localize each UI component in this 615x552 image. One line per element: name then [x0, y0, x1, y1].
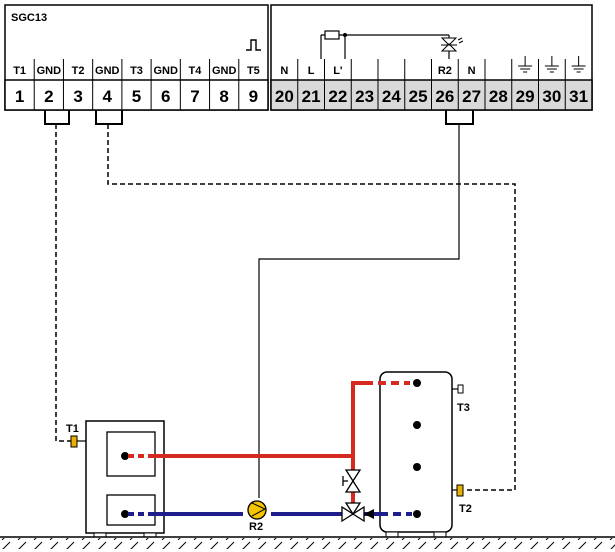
pump-icon: [247, 500, 267, 520]
terminal-signal-9: T5: [247, 65, 260, 77]
terminal-number-31: 31: [569, 87, 588, 106]
valve-icon: [342, 469, 362, 493]
sensor-t2: T2: [452, 484, 472, 515]
terminal-number-5: 5: [132, 87, 141, 106]
terminal-signal-20: N: [280, 65, 288, 77]
earth-ground-icon: [518, 56, 586, 73]
terminal-signal-21: L: [308, 65, 315, 77]
boiler: [85, 420, 165, 538]
terminal-number-6: 6: [161, 87, 170, 106]
controller-terminal-block: SGC13 T1 1 GND 2 T2 3 GND 4 T3 5 GND 6 T4 7 GND 8 T5 9 N 2…: [4, 4, 593, 111]
terminal-signal-7: T4: [189, 65, 203, 77]
terminal-number-24: 24: [382, 87, 401, 106]
terminal-number-26: 26: [435, 87, 454, 106]
terminal-number-9: 9: [249, 87, 258, 106]
terminal-number-4: 4: [103, 87, 113, 106]
terminal-signal-2: GND: [37, 65, 62, 77]
terminal-number-7: 7: [190, 87, 199, 106]
pump-power-cable: [258, 124, 460, 498]
sensor-t1-label: T1: [66, 423, 79, 435]
terminal-number-29: 29: [516, 87, 535, 106]
ground-line: [0, 536, 615, 549]
terminal-number-1: 1: [15, 87, 24, 106]
terminal-signal-4: GND: [95, 65, 120, 77]
terminal-number-22: 22: [328, 87, 347, 106]
terminal-number-25: 25: [409, 87, 428, 106]
sensor-t2-cable: [107, 124, 516, 491]
terminal-number-28: 28: [489, 87, 508, 106]
left-terminal-row: [4, 79, 269, 111]
sensor-t1: T1: [66, 423, 86, 448]
terminal-number-21: 21: [302, 87, 321, 106]
sensor-cables: [55, 124, 516, 491]
terminal-signal-6: GND: [153, 65, 178, 77]
pump-label: R2: [249, 521, 263, 533]
hot-pipe: [128, 381, 410, 505]
terminal-brackets: [44, 110, 474, 125]
terminal-signal-22: L': [333, 65, 343, 77]
three-way-valve-icon: [341, 502, 374, 523]
terminal-signal-27: N: [468, 65, 476, 77]
storage-tank: [379, 371, 464, 538]
sensor-t2-label: T2: [459, 503, 472, 515]
terminal-signal-3: T2: [72, 65, 85, 77]
terminal-number-27: 27: [462, 87, 481, 106]
terminal-number-30: 30: [542, 87, 561, 106]
fuse-icon: [320, 30, 449, 59]
terminal-number-23: 23: [355, 87, 374, 106]
terminal-number-8: 8: [219, 87, 228, 106]
sensor-t3-label: T3: [457, 402, 470, 414]
terminal-number-2: 2: [44, 87, 53, 106]
sensor-t1-cable: [55, 124, 76, 442]
terminal-signal-8: GND: [212, 65, 237, 77]
terminal-signal-26: R2: [438, 65, 452, 77]
controller-title: SGC13: [11, 12, 47, 24]
terminal-number-3: 3: [73, 87, 82, 106]
triac-icon: [440, 35, 464, 59]
pulse-icon: [246, 39, 261, 51]
terminal-signal-5: T3: [130, 65, 143, 77]
terminal-number-20: 20: [275, 87, 294, 106]
terminal-signal-1: T1: [13, 65, 26, 77]
